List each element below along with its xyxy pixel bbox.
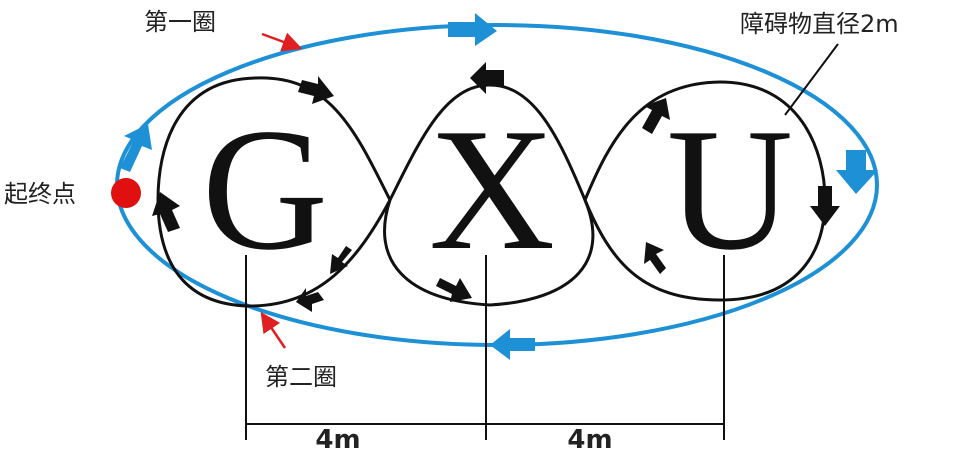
direction-arrows — [152, 62, 840, 312]
black-arrow-icon — [436, 278, 472, 302]
black-arrow-icon — [644, 242, 666, 274]
obstacle-diameter-label: 障碍物直径2m — [740, 10, 899, 38]
black-arrow-icon — [152, 192, 180, 232]
letter-x: X — [429, 92, 555, 286]
start-end-point — [111, 178, 141, 208]
second-lap-label: 第二圈 — [265, 363, 337, 391]
letter-g: G — [202, 92, 328, 286]
black-arrow-icon — [298, 76, 334, 104]
dimension-label-left: 4m — [315, 425, 360, 455]
first-lap-pointer-arrow — [261, 32, 303, 52]
black-arrow-icon — [810, 186, 840, 226]
black-arrow-icon — [642, 98, 670, 134]
black-arrow-icon — [470, 62, 504, 94]
letter-u: U — [667, 92, 793, 286]
blue-arrow-icon — [490, 329, 535, 360]
black-arrow-icon — [296, 288, 324, 312]
obstacle-leader-line — [784, 43, 839, 116]
blue-arrow-icon — [448, 13, 497, 46]
second-lap-pointer-arrow — [260, 311, 287, 349]
black-arrow-icon — [330, 246, 352, 274]
dimension-label-right: 4m — [567, 425, 612, 455]
start-end-label: 起终点 — [4, 180, 76, 208]
first-lap-label: 第一圈 — [144, 8, 216, 36]
dimension-lines — [245, 255, 725, 440]
blue-arrow-icon — [836, 150, 878, 194]
blue-arrow-icon — [120, 124, 152, 172]
